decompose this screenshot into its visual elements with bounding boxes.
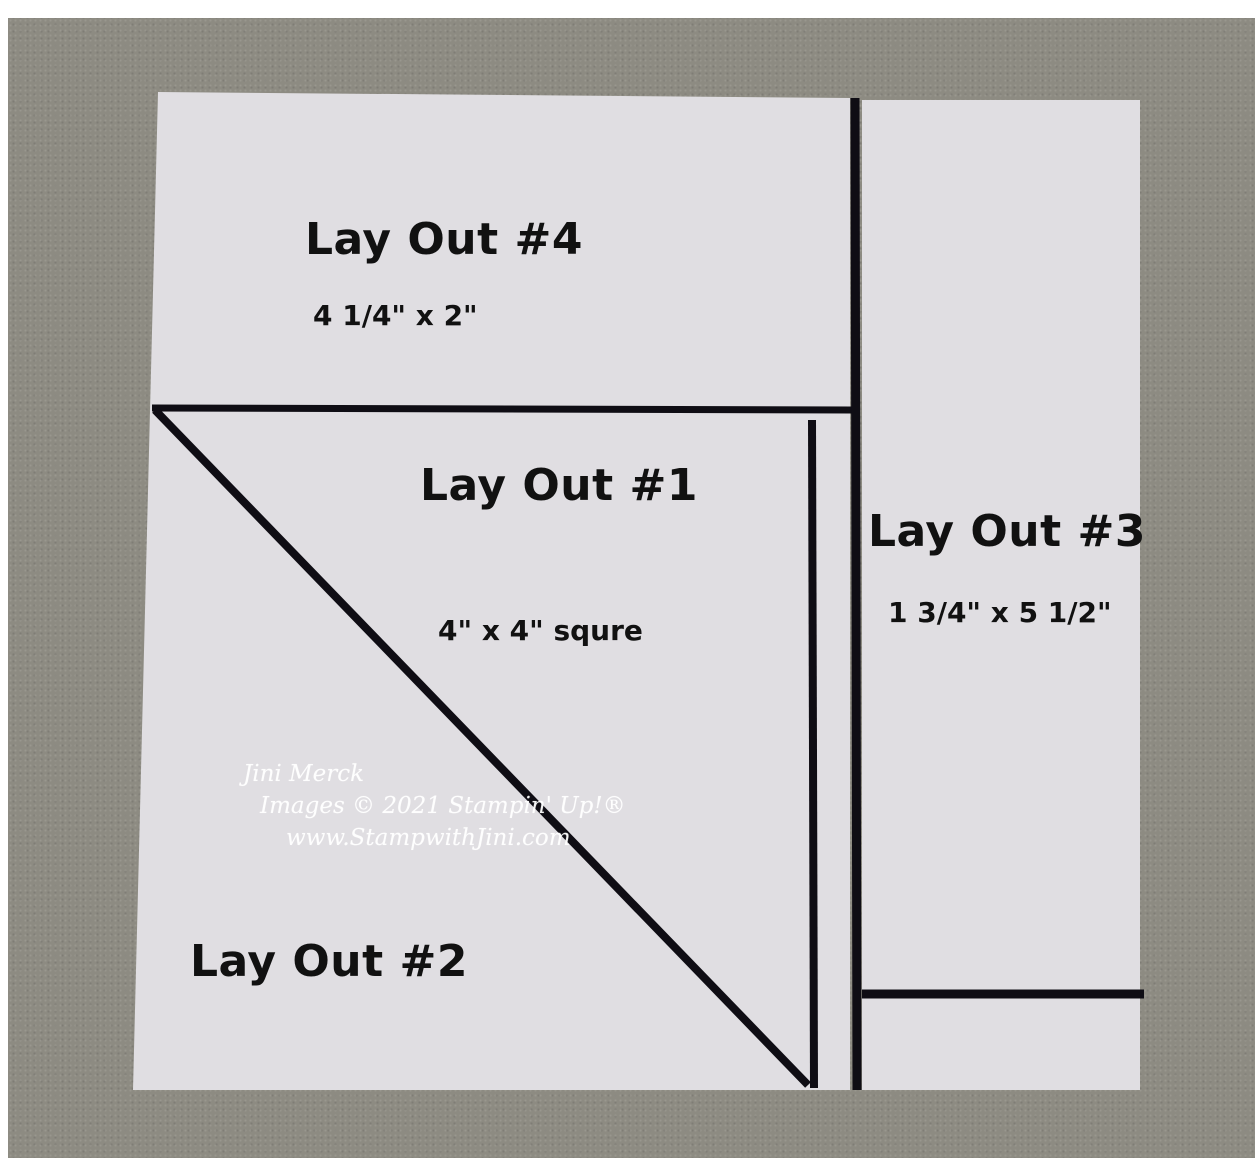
layout-2-title: Lay Out #2 [190, 936, 468, 987]
watermark-copyright: Images © 2021 Stampin' Up!® [260, 792, 626, 820]
layout-4-dimensions: 4 1/4" x 2" [313, 299, 478, 332]
layout-3-dimensions: 1 3/4" x 5 1/2" [888, 596, 1112, 629]
watermark-website: www.StampwithJini.com [286, 824, 571, 852]
side-strip-paper [862, 100, 1140, 1090]
watermark-name: Jini Merck [243, 760, 364, 788]
outer-vertical-line [855, 98, 857, 1090]
inner-vertical-line [812, 420, 814, 1088]
layout-3-title: Lay Out #3 [868, 506, 1146, 557]
horizontal-divider-line [152, 408, 852, 410]
layout-1-title: Lay Out #1 [420, 460, 698, 511]
layout-1-dimensions: 4" x 4" squre [438, 614, 643, 647]
layout-4-title: Lay Out #4 [305, 214, 583, 265]
